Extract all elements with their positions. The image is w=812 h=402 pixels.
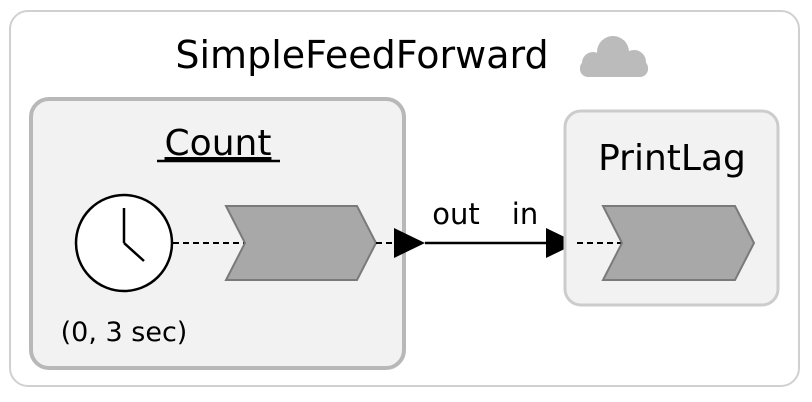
port-out[interactable] [394,228,425,258]
cloud-icon [580,36,648,77]
port-out-label: out [432,197,480,231]
reactor-count[interactable]: Count (0, 3 sec) [29,97,406,370]
reaction-printlag[interactable] [601,205,756,281]
reactor-count-title: Count [165,123,272,164]
port-in[interactable] [546,228,577,258]
reaction-count[interactable] [224,205,378,281]
clock-icon [74,193,174,293]
container-title: SimpleFeedForward [175,33,548,77]
port-in-label: in [512,197,538,231]
timer-label: (0, 3 sec) [61,317,188,348]
reactor-printlag-title: PrintLag [598,138,746,179]
reactor-printlag[interactable]: PrintLag [563,109,780,307]
